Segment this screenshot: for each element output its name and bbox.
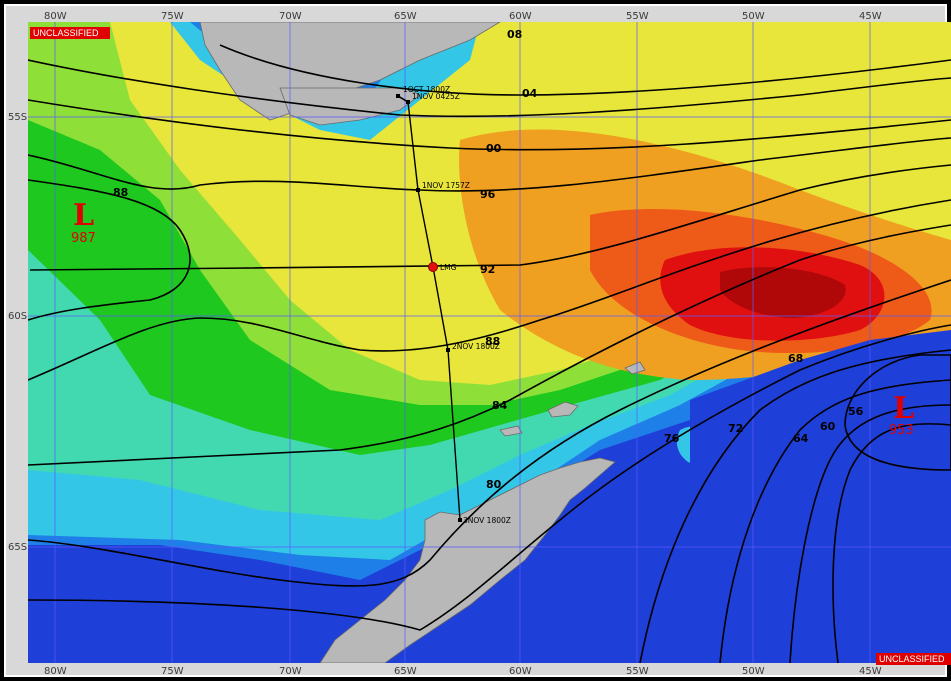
isobar-label: 92 — [480, 263, 495, 276]
isobar-label: 60 — [820, 420, 836, 433]
ship-track: 1OCT 1800Z 1NOV 0425Z 1NOV 1757Z LMG 2NO… — [396, 85, 511, 525]
longitude-label: 60W — [509, 11, 532, 22]
south-shetland-1 — [547, 401, 579, 418]
longitude-label: 70W — [279, 666, 302, 677]
track-point-marker — [458, 518, 462, 522]
south-shetland-2 — [499, 425, 523, 437]
longitude-label: 65W — [394, 666, 417, 677]
longitude-labels-top: 80W 75W 70W 65W 60W 55W 50W 45W — [44, 11, 882, 22]
antarctic-peninsula — [319, 457, 616, 663]
isobar-label: 08 — [507, 28, 522, 41]
track-label: 1NOV 1757Z — [422, 181, 470, 190]
ship-position-icon — [428, 262, 438, 272]
latitude-label: 65S — [8, 542, 27, 553]
isobar-label: 56 — [848, 405, 864, 418]
latitude-labels: 55S 60S 65S — [8, 112, 27, 553]
isobar-label: 80 — [486, 478, 502, 491]
longitude-label: 70W — [279, 11, 302, 22]
track-label: 1NOV 0425Z — [412, 92, 460, 101]
isobar-label: 84 — [492, 399, 508, 412]
isobar-labels: 08 04 00 96 92 88 88 84 80 76 72 68 64 6… — [113, 28, 864, 491]
isobar-label: 04 — [522, 87, 538, 100]
track-label: 2NOV 1800Z — [452, 342, 500, 351]
low-pressure-icon: L — [73, 198, 94, 233]
land-masses — [199, 22, 646, 663]
isobars — [28, 44, 951, 663]
track-label: 1OCT 1800Z — [403, 85, 450, 94]
track-point-marker — [406, 100, 410, 104]
longitude-label: 50W — [742, 666, 765, 677]
low-pressure-value: 953 — [889, 423, 914, 438]
longitude-label: 80W — [44, 666, 67, 677]
low-pressure-953: L 953 — [889, 391, 914, 438]
track-label: 3NOV 1800Z — [463, 516, 511, 525]
longitude-labels-bottom: 80W 75W 70W 65W 60W 55W 50W 45W — [44, 666, 882, 677]
longitude-label: 55W — [626, 11, 649, 22]
longitude-label: 80W — [44, 11, 67, 22]
isobar-label: 76 — [664, 432, 680, 445]
latitude-label: 55S — [8, 112, 27, 123]
graticule — [28, 22, 951, 663]
longitude-label: 45W — [859, 666, 882, 677]
longitude-label: 55W — [626, 666, 649, 677]
low-pressure-987: L 987 — [71, 198, 96, 246]
wind-speed-shading — [28, 22, 951, 663]
isobar-label: 64 — [793, 432, 809, 445]
classification-banner-bottom — [876, 653, 951, 665]
longitude-label: 75W — [161, 666, 184, 677]
track-point-marker — [446, 348, 450, 352]
longitude-label: 60W — [509, 666, 532, 677]
isobar-label: 68 — [788, 352, 803, 365]
longitude-label: 75W — [161, 11, 184, 22]
classification-label-bottom: UNCLASSIFIED — [879, 654, 945, 664]
isobar-label: 00 — [486, 142, 502, 155]
low-pressure-icon: L — [893, 391, 914, 426]
track-point-marker — [416, 188, 420, 192]
latitude-label: 60S — [8, 311, 27, 322]
isobar-label: 72 — [728, 422, 743, 435]
isobar-label: 96 — [480, 188, 496, 201]
isobar-label: 88 — [113, 186, 128, 199]
classification-label-top: UNCLASSIFIED — [33, 28, 99, 38]
classification-banner-top — [30, 27, 110, 39]
longitude-label: 45W — [859, 11, 882, 22]
longitude-label: 50W — [742, 11, 765, 22]
track-label: LMG — [440, 263, 457, 272]
low-pressure-value: 987 — [71, 231, 96, 246]
south-shetland-3 — [624, 361, 646, 375]
longitude-label: 65W — [394, 11, 417, 22]
isobar-label: 88 — [485, 335, 500, 348]
track-point-marker — [396, 94, 400, 98]
